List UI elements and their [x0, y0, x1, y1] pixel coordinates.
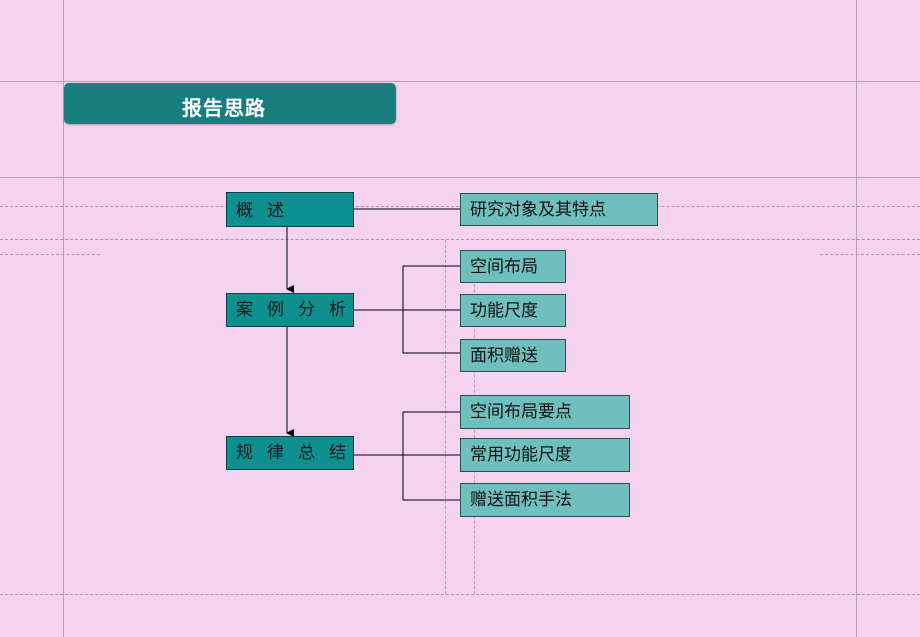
leaf-space-layout-points: 空间布局要点: [460, 395, 630, 429]
node-label-summary: 规律总结: [236, 443, 360, 463]
node-box-summary: [226, 436, 354, 470]
node-label-case-analysis: 案例分析: [236, 300, 360, 320]
node-label-overview: 概述: [236, 201, 298, 221]
node-box-overview: [226, 192, 354, 227]
guide-line-top: [0, 81, 920, 82]
page-title: 报告思路: [182, 96, 266, 120]
bracket-summary: [402, 411, 460, 501]
guide-dash-3b: [820, 254, 920, 255]
leaf-area-bonus-methods: 赠送面积手法: [460, 483, 630, 517]
guide-line-left: [63, 0, 64, 637]
guide-dash-v1: [445, 240, 446, 594]
bracket-case: [402, 265, 460, 354]
leaf-research-object: 研究对象及其特点: [460, 193, 658, 226]
leaf-area-bonus: 面积赠送: [460, 339, 566, 372]
guide-line-right: [856, 0, 857, 637]
leaf-common-function-scale: 常用功能尺度: [460, 438, 630, 472]
guide-dash-bottom: [0, 594, 920, 595]
guide-dash-2: [0, 239, 920, 240]
node-box-case-analysis: [226, 293, 354, 327]
leaf-space-layout: 空间布局: [460, 250, 566, 283]
leaf-function-scale: 功能尺度: [460, 294, 566, 327]
guide-dash-3a: [0, 254, 100, 255]
guide-line-upper: [0, 177, 920, 178]
title-bar: 报告思路: [64, 83, 396, 124]
